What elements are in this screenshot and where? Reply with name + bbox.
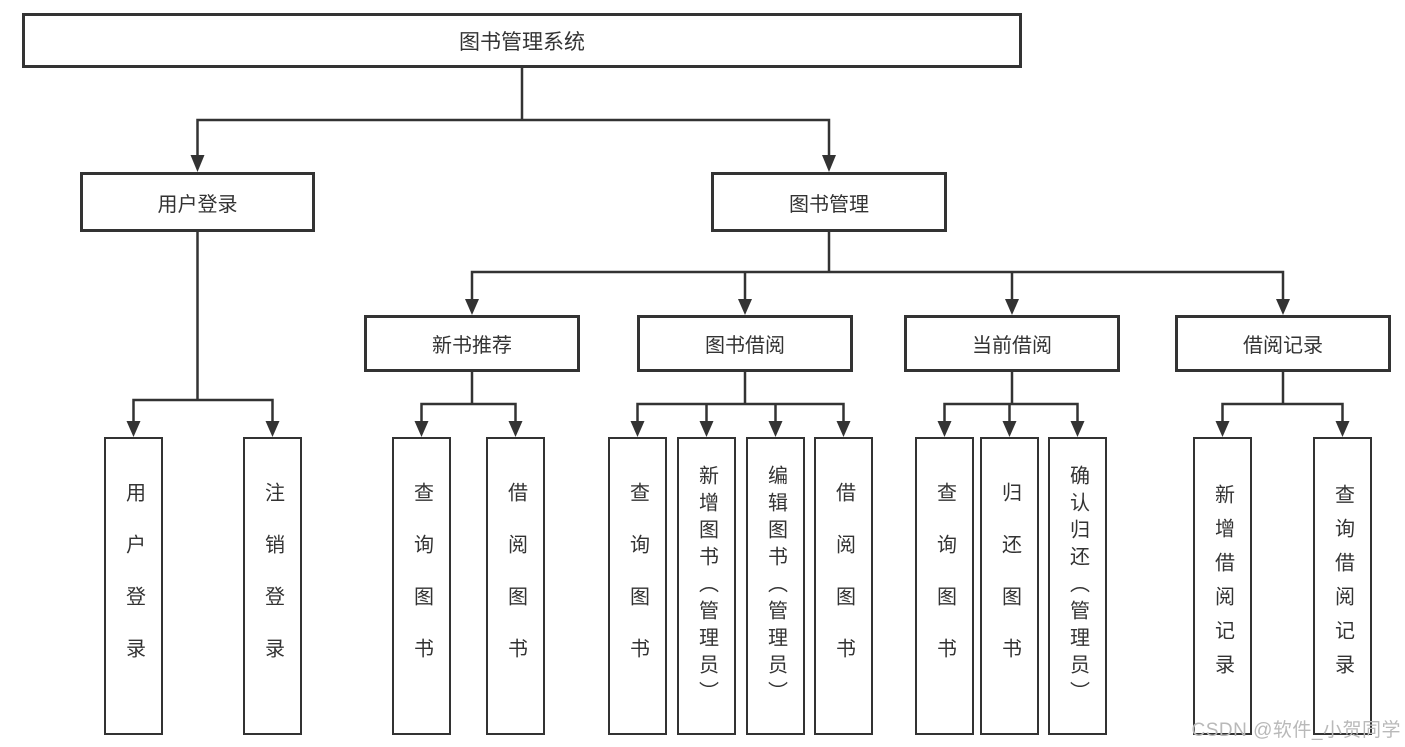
leaf-borrowing-borrow-books-label: 借阅图书	[832, 482, 855, 690]
node-book-management: 图书管理	[711, 172, 947, 232]
leaf-current-query-books-label: 查询图书	[933, 482, 956, 690]
node-library-system-label: 图书管理系统	[459, 30, 585, 54]
node-user-login: 用户登录	[80, 172, 315, 232]
csdn-watermark: CSDN @软件_小贺同学	[1191, 720, 1401, 741]
leaf-borrowing-query-books: 查询图书	[608, 437, 667, 735]
leaf-borrowing-add-books-admin-label: 新增图书（管理员）	[695, 464, 718, 708]
node-current-borrowing-label: 当前借阅	[972, 335, 1052, 357]
leaf-logout-label: 注销登录	[261, 482, 284, 690]
node-new-book-recommend: 新书推荐	[364, 315, 580, 372]
node-book-borrowing: 图书借阅	[637, 315, 853, 372]
leaf-borrowing-query-books-label: 查询图书	[626, 482, 649, 690]
leaf-current-return-books: 归还图书	[980, 437, 1039, 735]
leaf-current-confirm-return-admin: 确认归还（管理员）	[1048, 437, 1107, 735]
leaf-logout: 注销登录	[243, 437, 302, 735]
leaf-borrowing-add-books-admin: 新增图书（管理员）	[677, 437, 736, 735]
leaf-user-login-label: 用户登录	[122, 482, 145, 690]
node-book-management-label: 图书管理	[789, 193, 869, 216]
leaf-records-query-record: 查询借阅记录	[1313, 437, 1372, 735]
leaf-borrowing-edit-books-admin: 编辑图书（管理员）	[746, 437, 805, 735]
leaf-records-query-record-label: 查询借阅记录	[1331, 484, 1354, 688]
leaf-recommend-borrow-books: 借阅图书	[486, 437, 545, 735]
node-borrowing-records-label: 借阅记录	[1243, 335, 1323, 357]
leaf-records-add-record-label: 新增借阅记录	[1211, 484, 1234, 688]
node-library-system: 图书管理系统	[22, 13, 1022, 68]
leaf-current-return-books-label: 归还图书	[998, 482, 1021, 690]
leaf-recommend-borrow-books-label: 借阅图书	[504, 482, 527, 690]
leaf-borrowing-borrow-books: 借阅图书	[814, 437, 873, 735]
leaf-records-add-record: 新增借阅记录	[1193, 437, 1252, 735]
leaf-recommend-query-books-label: 查询图书	[410, 482, 433, 690]
leaf-borrowing-edit-books-admin-label: 编辑图书（管理员）	[764, 464, 787, 708]
arrowhead-icons	[126, 155, 1350, 437]
leaf-recommend-query-books: 查询图书	[392, 437, 451, 735]
node-borrowing-records: 借阅记录	[1175, 315, 1391, 372]
node-current-borrowing: 当前借阅	[904, 315, 1120, 372]
leaf-current-confirm-return-admin-label: 确认归还（管理员）	[1066, 464, 1089, 708]
leaf-user-login: 用户登录	[104, 437, 163, 735]
node-user-login-label: 用户登录	[157, 193, 238, 216]
node-book-borrowing-label: 图书借阅	[705, 335, 785, 357]
leaf-current-query-books: 查询图书	[915, 437, 974, 735]
node-new-book-recommend-label: 新书推荐	[432, 335, 512, 357]
